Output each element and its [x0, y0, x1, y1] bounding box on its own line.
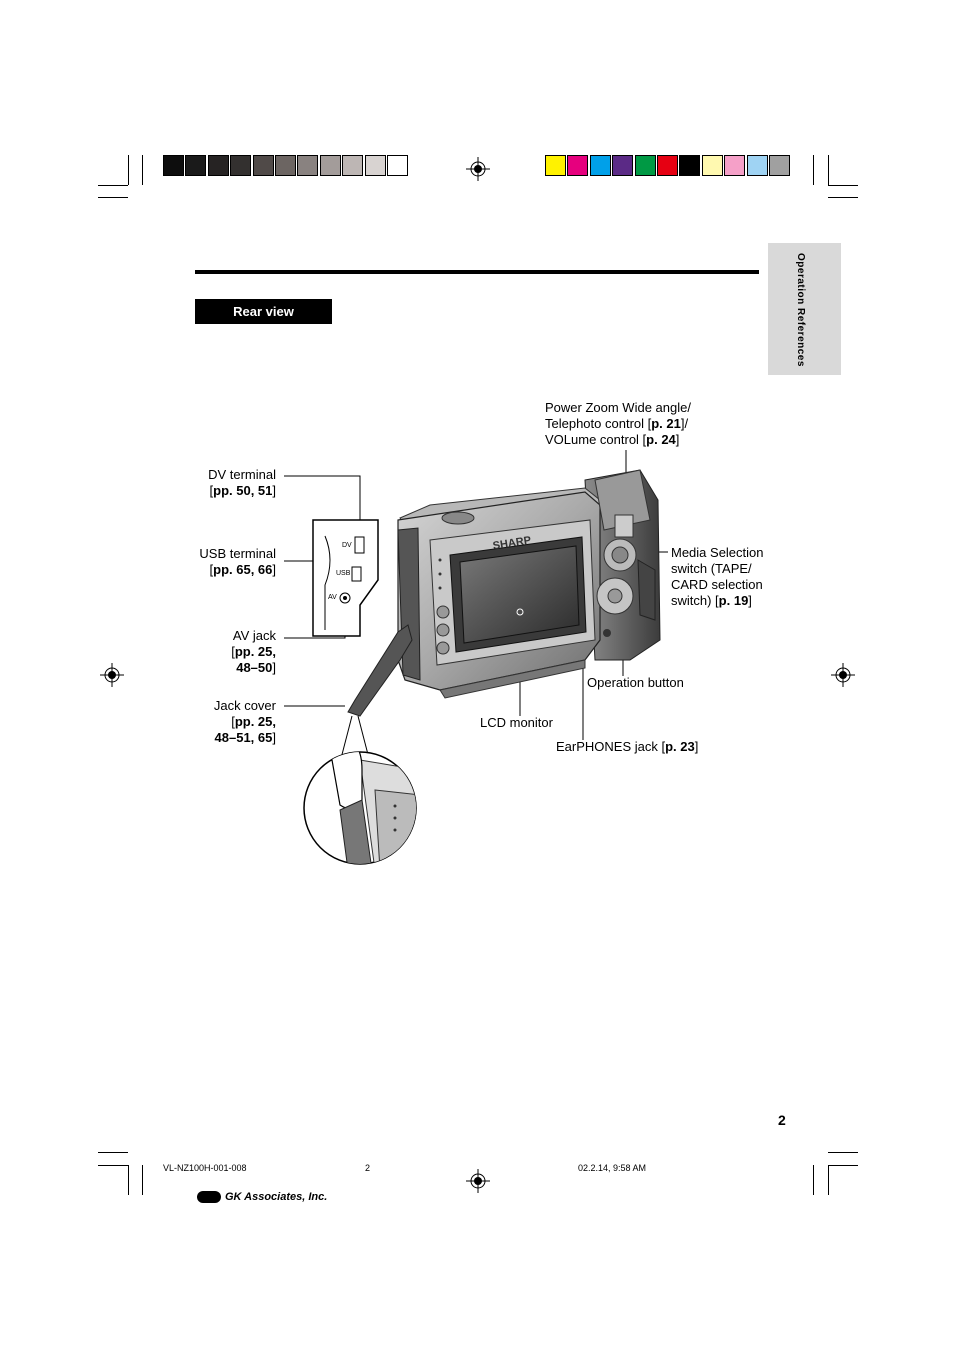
crop-mark	[98, 1152, 128, 1153]
crop-mark	[828, 197, 858, 198]
color-swatch	[252, 155, 274, 176]
color-swatch	[387, 155, 408, 176]
crop-mark	[98, 1165, 128, 1166]
registration-mark-icon	[100, 663, 124, 687]
color-swatch	[297, 155, 319, 176]
registration-mark-icon	[466, 157, 490, 181]
crop-mark	[828, 1152, 858, 1153]
crop-mark	[828, 1165, 829, 1195]
label-av-jack: AV jack [pp. 25, 48–50]	[231, 628, 276, 675]
inset-dv-label: DV	[342, 542, 352, 549]
color-swatch	[634, 155, 656, 176]
color-swatch	[701, 155, 723, 176]
color-swatch	[364, 155, 386, 176]
gk-logo-icon	[197, 1191, 221, 1203]
label-media-selection: Media Selection switch (TAPE/ CARD selec…	[671, 545, 764, 608]
crop-mark	[813, 155, 814, 185]
color-swatch	[724, 155, 746, 176]
color-swatch	[679, 155, 701, 176]
color-swatch	[275, 155, 296, 176]
inset-av-label: AV	[328, 594, 337, 601]
label-usb-terminal: USB terminal [pp. 65, 66]	[199, 546, 276, 577]
section-side-tab: Operation References	[768, 243, 841, 375]
label-lcd-monitor: LCD monitor	[480, 715, 553, 730]
page-number: 2	[778, 1112, 786, 1128]
crop-mark	[98, 185, 128, 186]
color-swatch	[567, 155, 589, 176]
crop-mark	[98, 197, 128, 198]
crop-mark	[828, 185, 858, 186]
color-swatch	[163, 155, 184, 176]
crop-mark	[128, 155, 129, 185]
brand-logo: SHARP	[492, 535, 532, 553]
footer-timestamp: 02.2.14, 9:58 AM	[578, 1163, 647, 1173]
crop-mark	[813, 1165, 814, 1195]
color-swatch	[657, 155, 678, 176]
crop-mark	[128, 1165, 129, 1195]
inset-usb-label: USB	[336, 570, 351, 577]
footer-doc-code: VL-NZ100H-001-008	[163, 1163, 247, 1173]
registration-mark-icon	[831, 663, 855, 687]
section-title: Rear view	[195, 299, 332, 324]
color-swatch	[746, 155, 768, 176]
registration-mark-icon	[466, 1169, 490, 1193]
label-dv-terminal: DV terminal [pp. 50, 51]	[208, 467, 276, 498]
section-tab-label: Operation References	[795, 253, 806, 367]
color-swatch	[589, 155, 611, 176]
color-swatch	[545, 155, 566, 176]
crop-mark	[142, 1165, 143, 1195]
color-swatch	[185, 155, 207, 176]
label-earphones-jack: EarPHONES jack [p. 23]	[556, 739, 699, 754]
color-swatch	[207, 155, 229, 176]
label-operation-button: Operation button	[587, 675, 684, 690]
color-swatch	[342, 155, 364, 176]
color-swatch	[769, 155, 790, 176]
header-rule	[195, 270, 759, 274]
crop-mark	[142, 155, 143, 185]
color-swatch	[612, 155, 634, 176]
crop-mark	[828, 155, 829, 185]
color-swatch	[319, 155, 341, 176]
footer-page: 2	[365, 1163, 371, 1173]
label-jack-cover: Jack cover [pp. 25, 48–51, 65]	[213, 698, 276, 745]
footer-company: GK Associates, Inc.	[197, 1191, 327, 1203]
color-swatch	[230, 155, 252, 176]
label-power-zoom: Power Zoom Wide angle/ Telephoto control…	[545, 400, 691, 447]
crop-mark	[828, 1165, 858, 1166]
